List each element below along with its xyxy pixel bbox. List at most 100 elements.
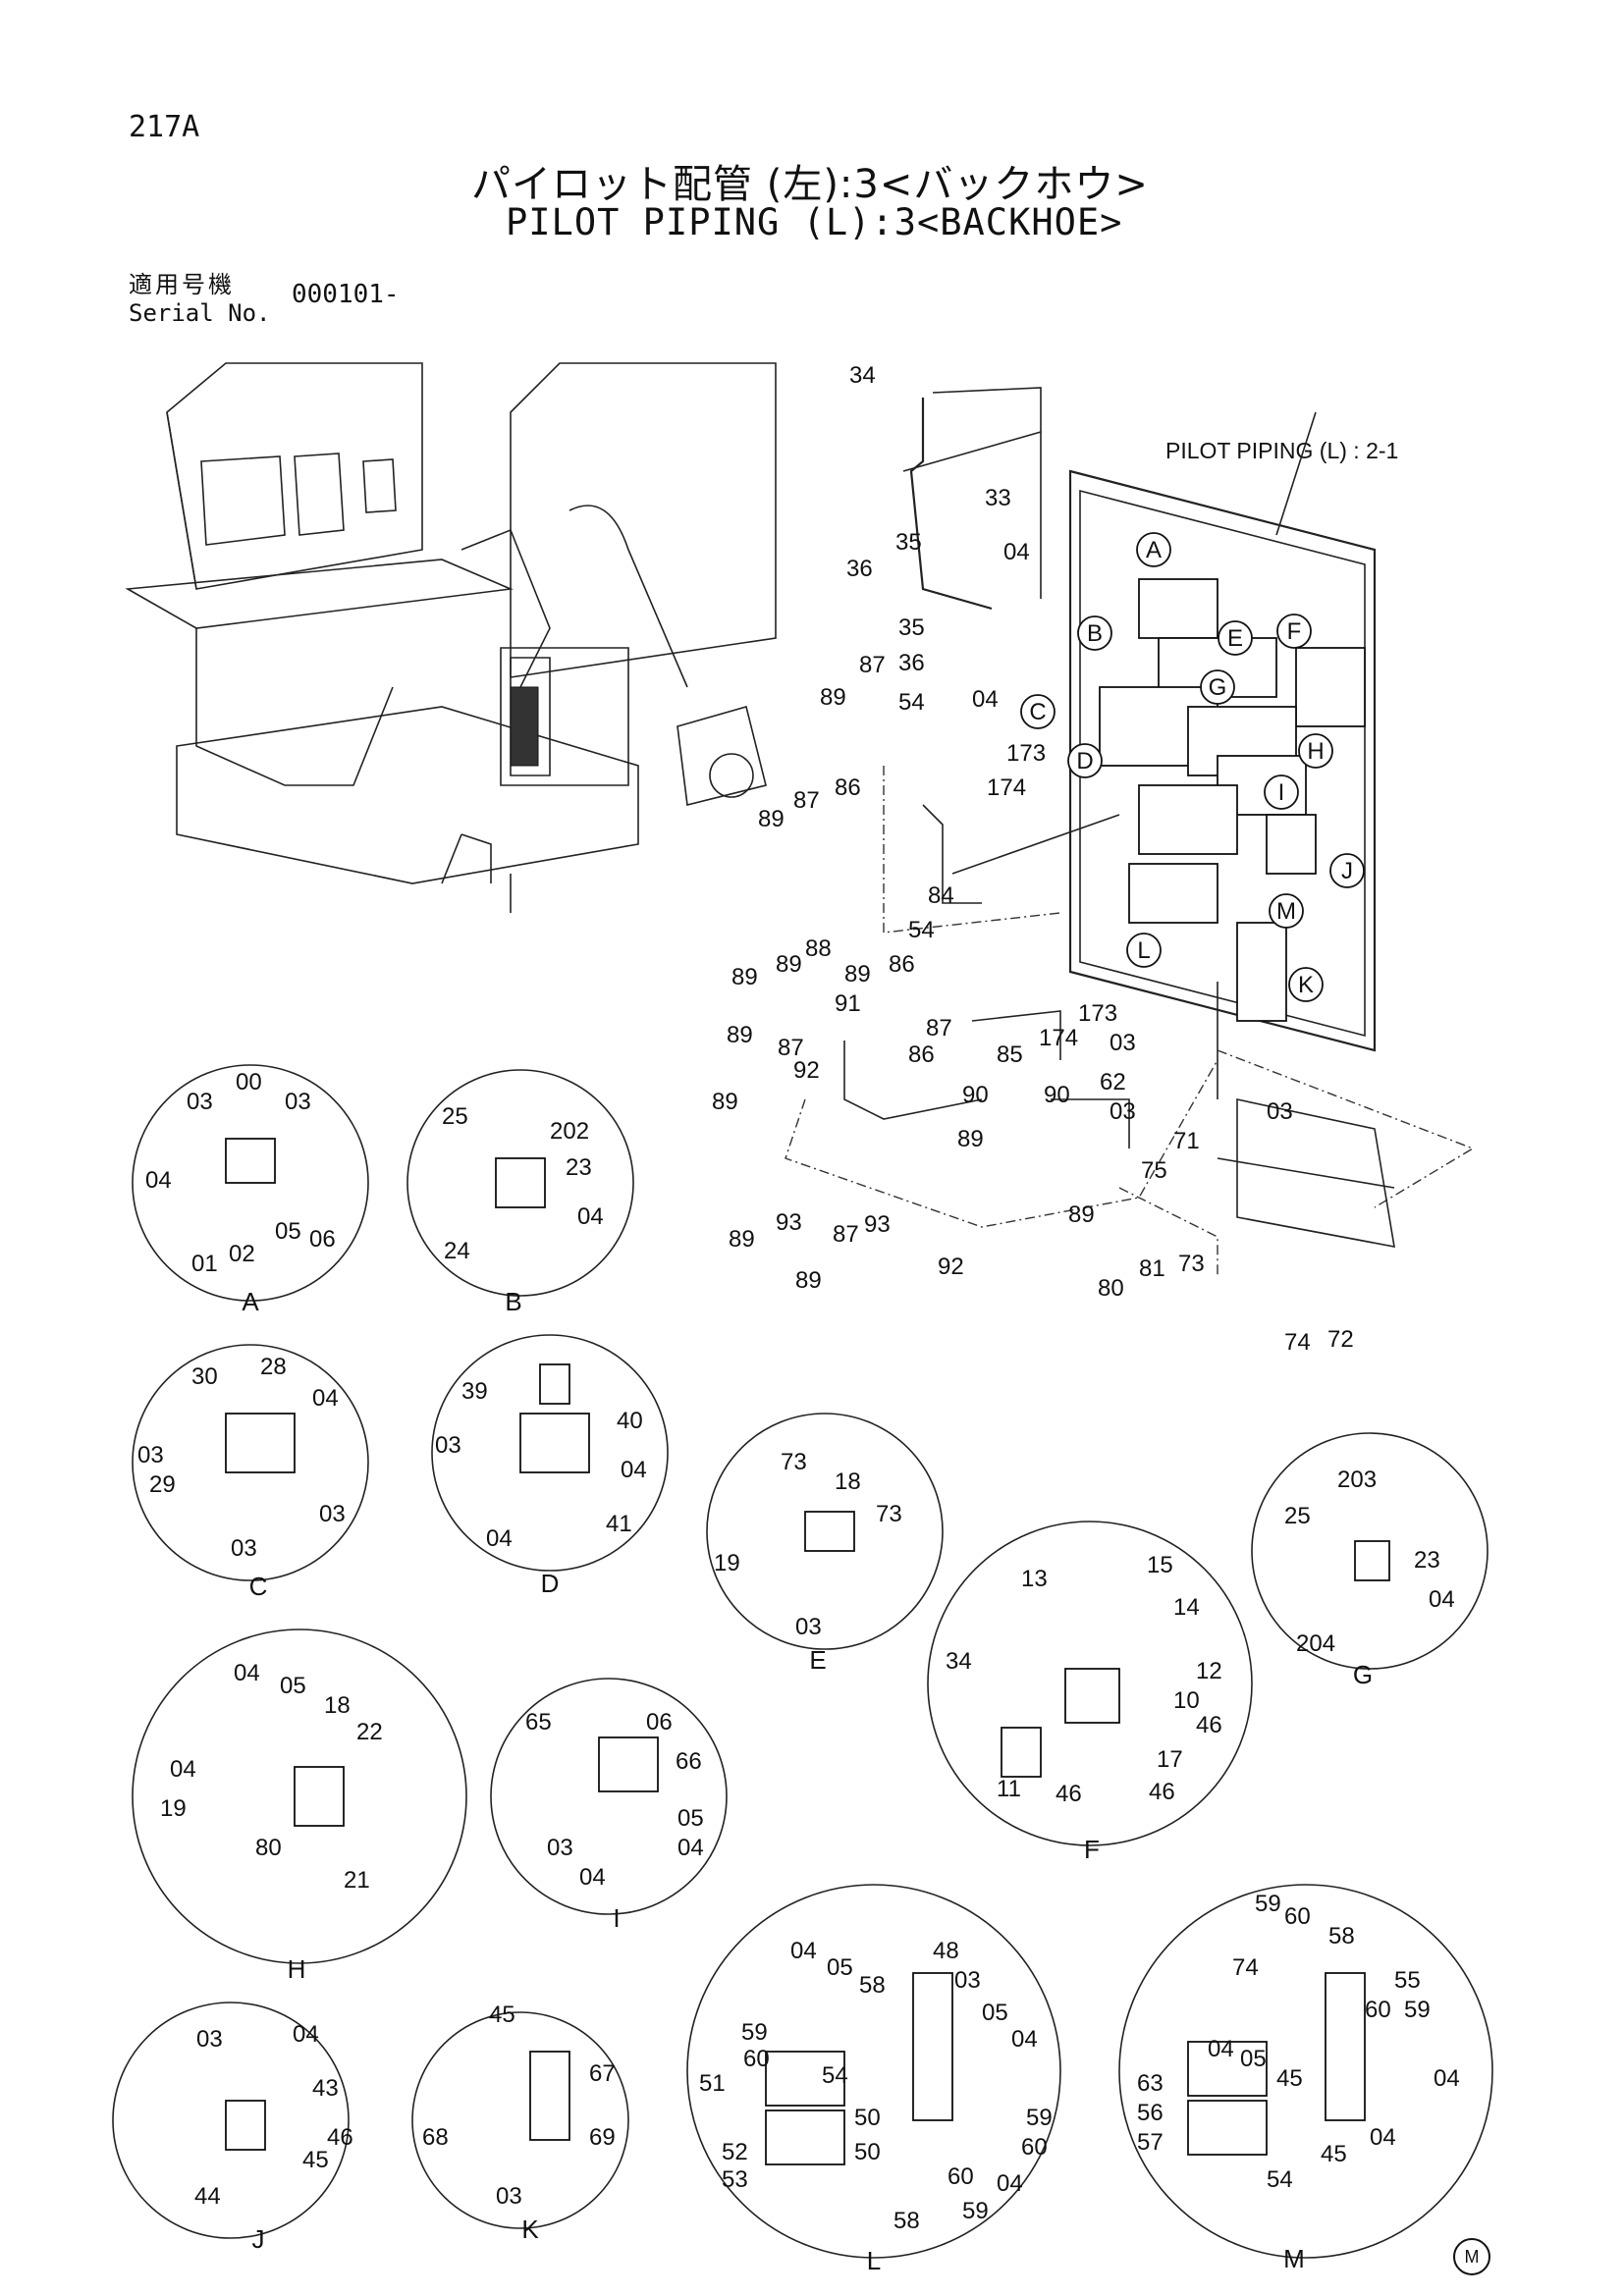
- svg-text:19: 19: [714, 1550, 740, 1576]
- svg-text:03: 03: [137, 1442, 164, 1468]
- part-label: 71: [1173, 1128, 1200, 1154]
- svg-text:67: 67: [589, 2060, 616, 2087]
- svg-text:12: 12: [1196, 1658, 1222, 1684]
- svg-text:H: H: [288, 1954, 306, 1984]
- part-label: 62: [1100, 1069, 1126, 1095]
- svg-text:60: 60: [1365, 1997, 1391, 2023]
- svg-text:59: 59: [1404, 1997, 1431, 2023]
- part-label: 89: [1068, 1201, 1095, 1228]
- svg-text:65: 65: [525, 1709, 552, 1735]
- svg-text:60: 60: [743, 2046, 770, 2072]
- part-label: 86: [889, 951, 915, 978]
- svg-text:45: 45: [1276, 2065, 1303, 2092]
- svg-text:50: 50: [854, 2139, 881, 2165]
- part-label: 87: [833, 1221, 859, 1248]
- svg-text:45: 45: [1321, 2141, 1347, 2167]
- svg-text:30: 30: [191, 1363, 218, 1390]
- svg-text:34: 34: [946, 1648, 972, 1675]
- svg-text:15: 15: [1147, 1552, 1173, 1578]
- svg-text:04: 04: [1429, 1586, 1455, 1613]
- svg-text:13: 13: [1021, 1566, 1048, 1592]
- svg-text:54: 54: [1267, 2166, 1293, 2193]
- part-label: 86: [835, 774, 861, 801]
- svg-text:K: K: [1298, 972, 1314, 998]
- part-label: 90: [1044, 1082, 1070, 1108]
- svg-text:03: 03: [285, 1089, 311, 1115]
- svg-text:05: 05: [280, 1673, 306, 1699]
- svg-text:23: 23: [1414, 1547, 1440, 1574]
- svg-text:M: M: [1283, 2244, 1305, 2273]
- part-label: 93: [776, 1209, 802, 1236]
- callout-M: M: [1269, 893, 1304, 929]
- machine-illustration: [125, 362, 777, 913]
- svg-text:52: 52: [722, 2139, 748, 2165]
- svg-text:60: 60: [1021, 2134, 1048, 2161]
- part-label: 33: [985, 485, 1011, 511]
- callout-A: A: [1136, 532, 1171, 567]
- footer-mark: M: [1453, 2238, 1490, 2275]
- svg-text:04: 04: [1370, 2124, 1396, 2151]
- part-label: 34: [849, 362, 876, 389]
- page-title-japanese: パイロット配管 (左):3<バックホウ>: [471, 162, 1149, 207]
- part-label: 89: [712, 1089, 738, 1115]
- part-label: 87: [778, 1035, 804, 1061]
- svg-text:H: H: [1307, 738, 1324, 765]
- svg-text:06: 06: [309, 1226, 336, 1253]
- svg-text:06: 06: [646, 1709, 673, 1735]
- svg-text:24: 24: [444, 1238, 470, 1264]
- svg-text:04: 04: [621, 1457, 647, 1483]
- part-label: 35: [895, 529, 922, 556]
- detail-parts: [225, 1138, 1390, 2165]
- svg-text:04: 04: [677, 1835, 704, 1861]
- svg-text:05: 05: [1240, 2046, 1267, 2072]
- pilot-pipes: [785, 387, 1475, 1276]
- svg-text:60: 60: [947, 2163, 974, 2190]
- svg-text:C: C: [249, 1572, 268, 1601]
- svg-text:18: 18: [835, 1468, 861, 1495]
- part-label: 89: [727, 1022, 753, 1048]
- svg-text:204: 204: [1296, 1630, 1335, 1657]
- part-label: 89: [795, 1267, 822, 1294]
- svg-text:03: 03: [954, 1967, 981, 1994]
- svg-text:04: 04: [579, 1864, 606, 1891]
- svg-text:F: F: [1084, 1835, 1100, 1864]
- part-label: 89: [776, 951, 802, 978]
- svg-text:28: 28: [260, 1354, 287, 1380]
- svg-text:04: 04: [790, 1938, 817, 1964]
- svg-text:J: J: [252, 2224, 265, 2254]
- part-label: 93: [864, 1211, 891, 1238]
- callout-G: G: [1200, 669, 1235, 705]
- svg-text:80: 80: [255, 1835, 282, 1861]
- svg-text:41: 41: [606, 1511, 632, 1537]
- svg-text:04: 04: [312, 1385, 339, 1412]
- svg-text:D: D: [1076, 748, 1093, 774]
- part-label: 90: [962, 1082, 989, 1108]
- part-label: 174: [1039, 1025, 1078, 1051]
- svg-text:05: 05: [827, 1954, 853, 1981]
- svg-text:59: 59: [741, 2019, 768, 2046]
- svg-text:39: 39: [461, 1378, 488, 1405]
- svg-text:05: 05: [275, 1218, 301, 1245]
- part-label: 54: [898, 689, 925, 716]
- svg-text:17: 17: [1157, 1746, 1183, 1773]
- svg-text:68: 68: [422, 2124, 449, 2151]
- reference-label: PILOT PIPING (L) : 2-1: [1165, 438, 1399, 463]
- part-label: 89: [731, 964, 758, 990]
- part-label: 04: [972, 686, 999, 713]
- svg-text:203: 203: [1337, 1467, 1377, 1493]
- svg-text:74: 74: [1232, 1954, 1259, 1981]
- svg-text:58: 58: [893, 2208, 920, 2234]
- callout-C: C: [1020, 694, 1056, 729]
- part-label: 35: [898, 614, 925, 641]
- svg-text:M: M: [1276, 898, 1296, 925]
- serial-number-value: 000101-: [292, 280, 400, 309]
- svg-text:59: 59: [1255, 1891, 1281, 1917]
- part-label: 89: [729, 1226, 755, 1253]
- svg-text:G: G: [1209, 674, 1227, 701]
- svg-text:44: 44: [194, 2183, 221, 2210]
- svg-text:04: 04: [170, 1756, 196, 1783]
- serial-label-japanese: 適用号機: [129, 271, 235, 298]
- part-label: 86: [908, 1041, 935, 1068]
- svg-text:03: 03: [187, 1089, 213, 1115]
